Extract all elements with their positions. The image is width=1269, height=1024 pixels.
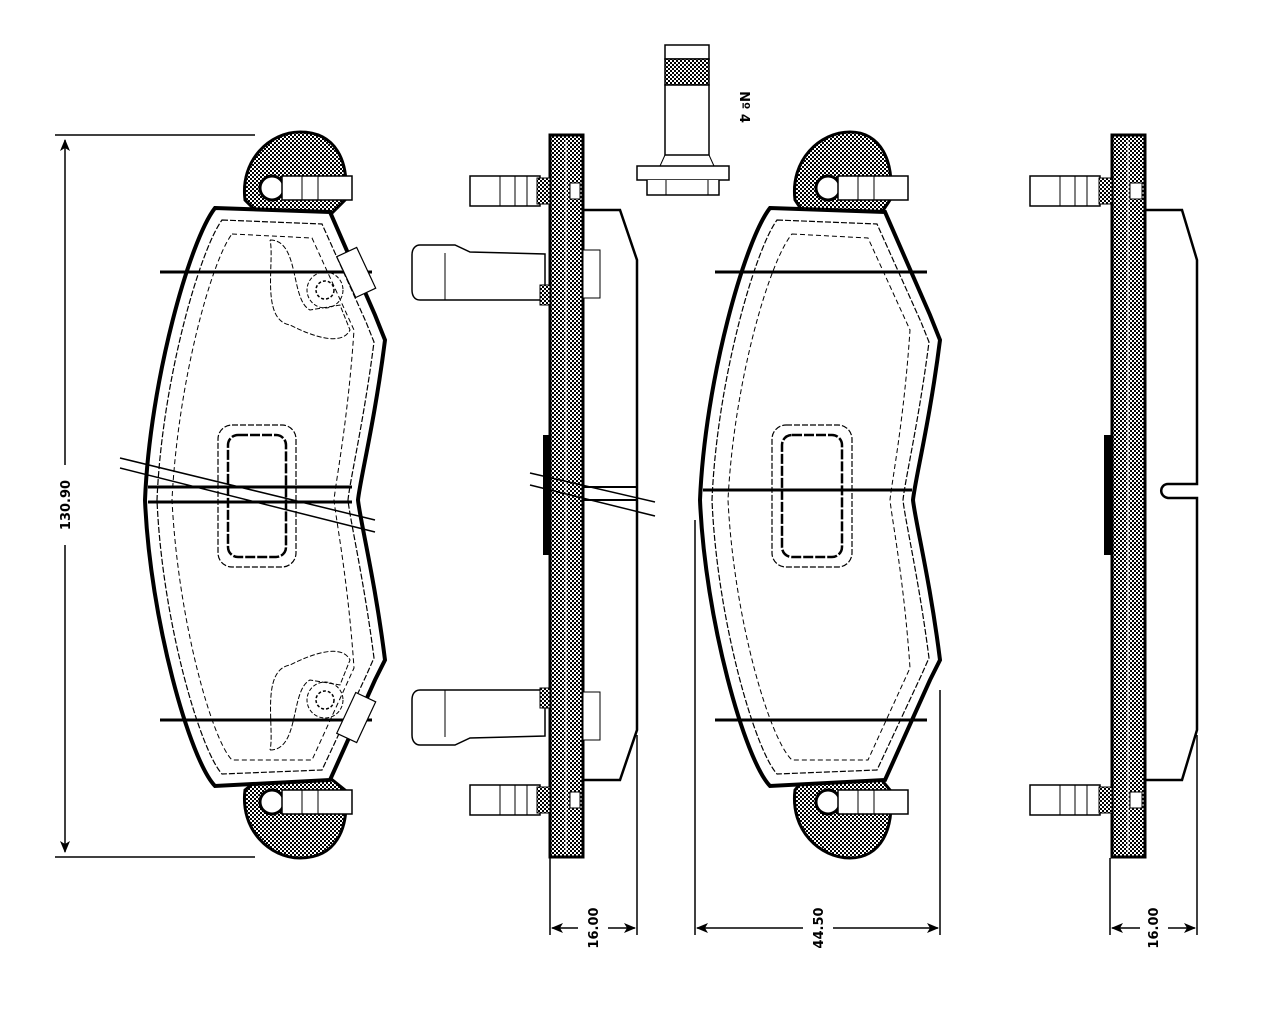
height-dimension-label: 130.90 xyxy=(59,480,74,530)
part-number-label: Nº 4 xyxy=(736,91,751,123)
right-pad-side-view xyxy=(1029,133,1199,859)
width-label: 44.50 xyxy=(812,907,827,948)
right-pad-front-view xyxy=(697,130,943,860)
left-pad-side-view xyxy=(411,133,656,859)
thickness-dimension-right: 16.00 xyxy=(1109,735,1198,949)
bolt-detail: Nº 4 xyxy=(636,44,751,196)
thickness-right-label: 16.00 xyxy=(1147,907,1162,948)
height-dimension: 130.90 xyxy=(55,134,255,858)
left-pad-front-view xyxy=(119,130,388,860)
thickness-dimension-left: 16.00 xyxy=(549,735,638,949)
width-dimension: 44.50 xyxy=(694,520,941,949)
thickness-left-label: 16.00 xyxy=(587,907,602,948)
